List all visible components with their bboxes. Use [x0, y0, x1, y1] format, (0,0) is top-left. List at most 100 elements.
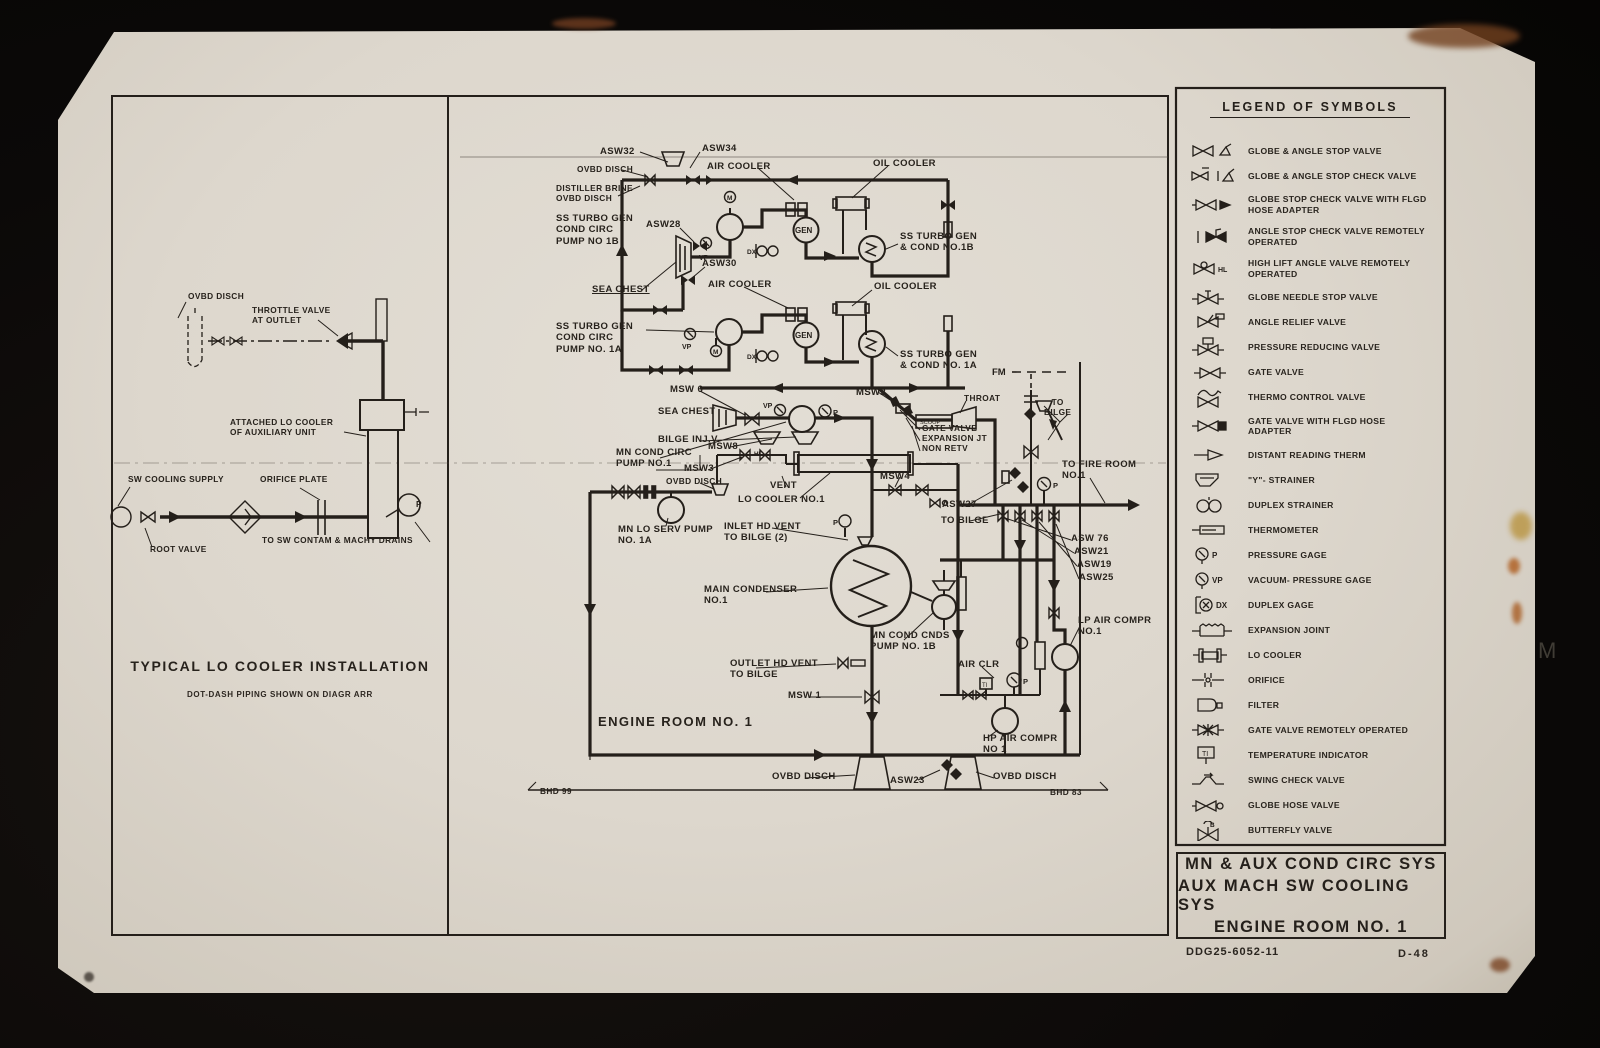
label-attached-lo-cooler: ATTACHED LO COOLER OF AUXILIARY UNIT	[230, 417, 334, 437]
title-block: MN & AUX COND CIRC SYS AUX MACH SW COOLI…	[1176, 852, 1446, 939]
svg-text:M: M	[713, 349, 718, 356]
gate-valve-icon	[1188, 363, 1240, 383]
label-sea-chest-2: SEA CHEST	[658, 406, 716, 417]
svg-text:TI: TI	[982, 683, 988, 689]
label-air-cooler-1: AIR COOLER	[707, 161, 771, 172]
globe-needle-stop-valve-icon	[1188, 287, 1240, 307]
svg-text:FM: FM	[992, 367, 1006, 378]
label-ovbd-disch-bl: OVBD DISCH	[772, 771, 836, 782]
label-asw27: ASW27	[942, 499, 977, 510]
label-bhd-99: BHD 99	[540, 786, 572, 796]
hp-air-compressor-symbol	[991, 707, 1019, 735]
flow-arrows	[584, 175, 1140, 761]
globe-stop-check-valve-flgd-icon	[1188, 195, 1240, 215]
turbo-gen-pump-1b-symbol	[716, 213, 744, 241]
generator-1a-symbol	[792, 321, 820, 349]
ovbd-funnel-top-symbol	[660, 151, 686, 167]
label-bilge-inj-v: BILGE INJ.V.	[658, 434, 720, 445]
label-msw3: MSW3	[684, 463, 715, 474]
distant-reading-therm-icon	[1188, 445, 1240, 465]
label-tg-cond-1b: SS TURBO GEN & COND NO.1B	[900, 231, 978, 254]
label-pump-1a: SS TURBO GEN COND CIRC PUMP NO. 1A	[556, 321, 634, 355]
label-asw32: ASW32	[600, 146, 635, 157]
component-letter-glyphs: M M VP VP VP P P P P DX DX GEN GEN SCOOP…	[682, 195, 1058, 689]
legend-row: ORIFICE	[1188, 670, 1440, 690]
ovbd-funnel-left-symbol	[853, 756, 891, 790]
gate-valve-remote-icon	[1188, 720, 1240, 740]
label-throat: THROAT	[964, 393, 1001, 403]
legend-row: B BUTTERFLY VALVE	[1188, 820, 1440, 841]
pressure-reducing-valve-icon	[1188, 337, 1240, 357]
svg-text:P: P	[1212, 551, 1218, 560]
angle-relief-valve-icon	[1188, 312, 1240, 332]
label-asw23: ASW23	[890, 775, 925, 786]
legend-row: GATE VALVE REMOTELY OPERATED	[1188, 720, 1440, 740]
label-sea-chest-1: SEA CHEST	[592, 284, 650, 295]
lo-cooler-1-symbol	[797, 454, 911, 473]
label-vent: VENT	[770, 480, 797, 491]
label-msw6: MSW 6	[670, 384, 704, 395]
lo-serv-pump-symbol	[657, 496, 685, 524]
label-to-bilge-1: TO BILGE	[1044, 397, 1072, 417]
legend-row: FILTER	[1188, 695, 1440, 715]
svg-text:P: P	[1053, 481, 1058, 490]
lp-aftercooler-symbol	[1034, 641, 1046, 670]
svg-text:P: P	[833, 518, 838, 527]
legend-row: GATE VALVE WITH FLGD HOSE ADAPTER	[1188, 413, 1440, 440]
svg-text:P: P	[1023, 677, 1028, 686]
label-msw8: MSW8	[708, 441, 739, 452]
svg-text:P: P	[833, 408, 838, 417]
label-throttle-valve: THROTTLE VALVE AT OUTLET	[252, 305, 331, 325]
legend-title: LEGEND OF SYMBOLS	[1210, 100, 1410, 118]
duplex-gage-icon: DX	[1188, 595, 1240, 615]
legend-row: P PRESSURE GAGE	[1188, 545, 1440, 565]
legend-row: GLOBE HOSE VALVE	[1188, 796, 1440, 816]
label-ovbd-disch-mid: OVBD DISCH	[666, 476, 723, 486]
label-lp-air-compr: LP AIR COMPR NO.1	[1078, 615, 1152, 638]
left-panel-subtitle: DOT-DASH PIPING SHOWN ON DIAGR ARR	[187, 690, 373, 699]
legend-row: ANGLE RELIEF VALVE	[1188, 312, 1440, 332]
duplex-strainer-icon	[1188, 495, 1240, 515]
svg-text:DX: DX	[747, 354, 757, 361]
svg-text:VP: VP	[682, 344, 692, 351]
drawing-number: DDG25-6052-11	[1186, 946, 1280, 958]
turbo-gen-condenser-1a-symbol	[858, 330, 886, 358]
pump-and-machine-symbols	[657, 190, 1079, 735]
label-mn-cond-cnds-pump: MN COND CNDS PUMP NO. 1B	[870, 630, 950, 653]
pressure-gage-icon: P	[1188, 545, 1240, 565]
label-orifice-plate: ORIFICE PLATE	[260, 474, 328, 484]
svg-text:GEN: GEN	[795, 226, 813, 235]
svg-text:GEN: GEN	[795, 331, 813, 340]
legend-row: GLOBE NEEDLE STOP VALVE	[1188, 287, 1440, 307]
label-root-valve: ROOT VALVE	[150, 544, 207, 554]
legend-row: GLOBE & ANGLE STOP VALVE	[1188, 141, 1440, 161]
generator-1b-symbol	[792, 216, 820, 244]
lp-air-compressor-symbol	[1051, 643, 1079, 671]
svg-text:DX: DX	[1216, 601, 1228, 610]
filter-icon	[1188, 695, 1240, 715]
label-ovbd-disch-br: OVBD DISCH	[993, 771, 1057, 782]
drawing-board	[58, 28, 1535, 993]
orifice-icon	[1188, 670, 1240, 690]
label-oil-cooler-2: OIL COOLER	[874, 281, 937, 292]
label-lo-cooler-no1: LO COOLER NO.1	[738, 494, 825, 505]
legend-row: SWING CHECK VALVE	[1188, 771, 1440, 791]
sheet-number: D-48	[1398, 948, 1430, 960]
label-pump-1b: SS TURBO GEN COND CIRC PUMP NO 1B	[556, 213, 634, 247]
label-oil-cooler-1: OIL COOLER	[873, 158, 936, 169]
label-asw30: ASW30	[702, 258, 737, 269]
label-to-bilge-2: TO BILGE	[941, 515, 989, 526]
svg-text:TI: TI	[1202, 751, 1208, 758]
main-condenser-symbol	[829, 544, 913, 628]
label-bhd-83: BHD 83	[1050, 787, 1082, 797]
legend-row: DUPLEX STRAINER	[1188, 495, 1440, 515]
label-distiller-brine: DISTILLER BRINE OVBD DISCH	[556, 183, 633, 203]
label-inlet-hd-vent: INLET HD VENT TO BILGE (2)	[724, 521, 801, 544]
title-block-line-2: AUX MACH SW COOLING SYS	[1178, 876, 1411, 914]
label-asw34: ASW34	[702, 143, 737, 154]
vacuum-pressure-gage-icon: VP	[1188, 570, 1240, 590]
label-main-condenser: MAIN CONDENSER NO.1	[704, 584, 798, 607]
legend-row: VP VACUUM- PRESSURE GAGE	[1188, 570, 1440, 590]
